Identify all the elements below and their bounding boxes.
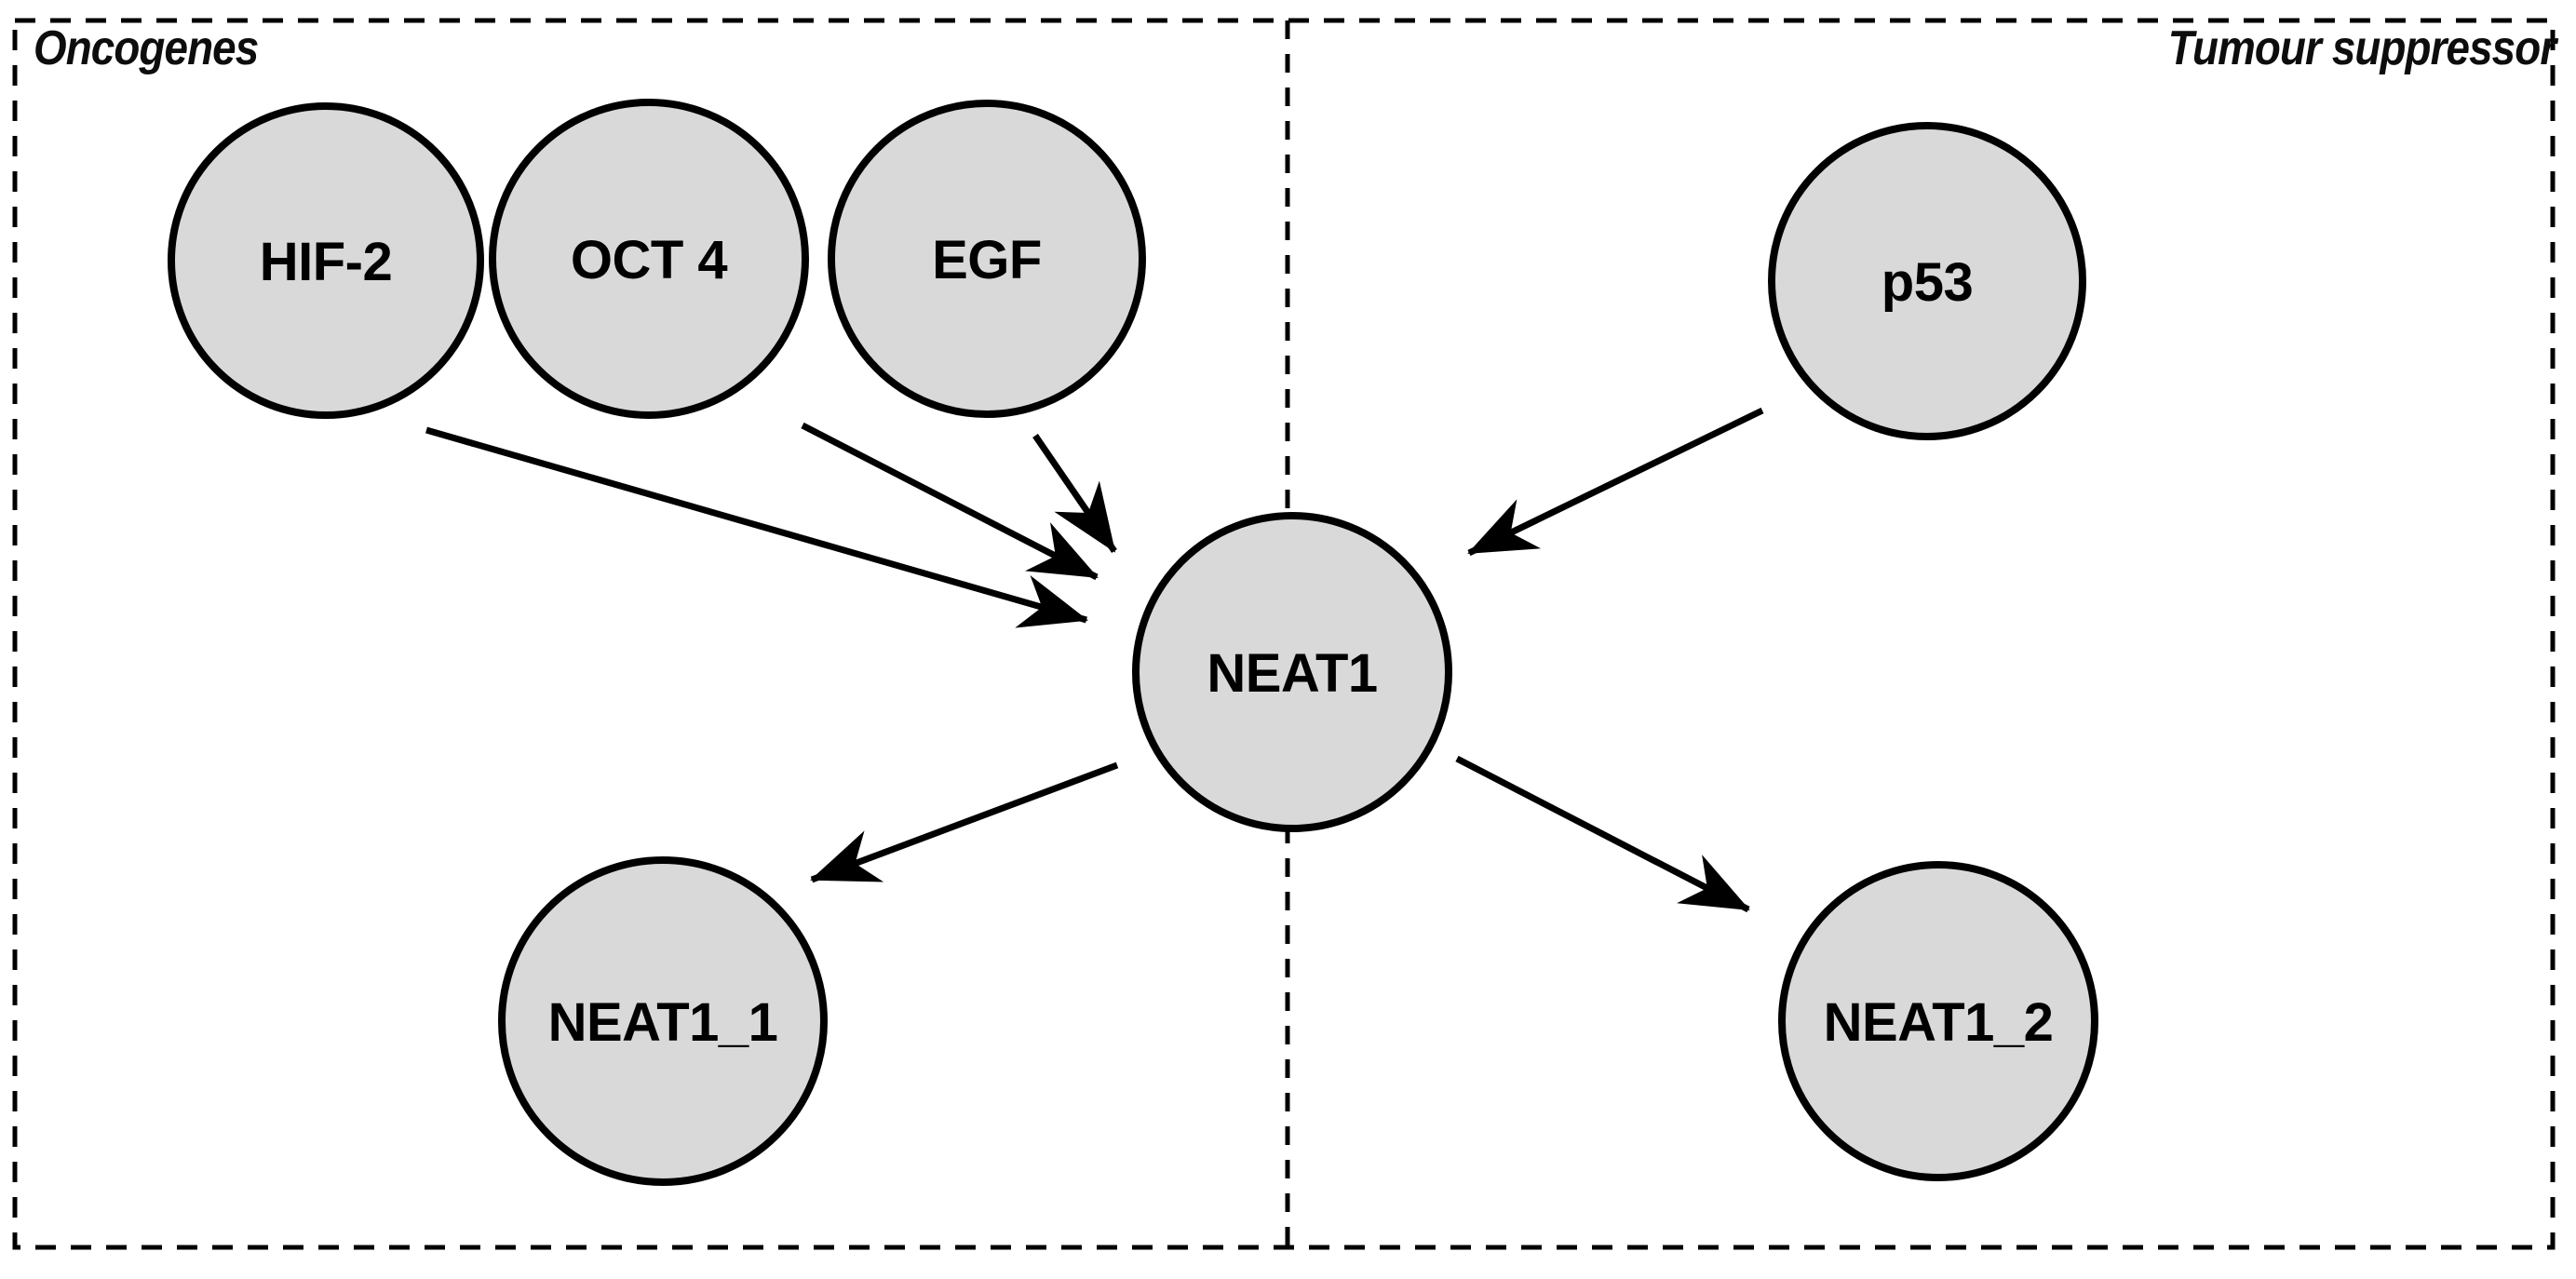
node-circle-neat1-1[interactable] (498, 856, 828, 1186)
edge-oct4-to-neat1 (801, 422, 1099, 581)
edge-group (425, 407, 1764, 913)
node-circle-p53[interactable] (1768, 122, 2086, 440)
edge-p53-to-neat1 (1467, 407, 1764, 557)
node-group (168, 99, 2098, 1186)
section-label-oncogenes: Oncogenes (34, 21, 259, 75)
section-label-tumour-suppressor: Tumour suppressor (2167, 21, 2556, 75)
edge-neat1-to-neat1-2 (1455, 755, 1750, 913)
outer-dashed-frame (12, 18, 2556, 1250)
edge-hif2-to-neat1 (425, 426, 1089, 628)
node-circle-hif2[interactable] (168, 102, 484, 419)
edge-egf-to-neat1 (1032, 434, 1117, 553)
node-circle-neat1-2[interactable] (1778, 861, 2098, 1181)
node-circle-egf[interactable] (828, 100, 1146, 418)
node-circle-oct4[interactable] (489, 99, 809, 419)
node-circle-neat1[interactable] (1132, 512, 1452, 832)
edge-neat1-to-neat1-1 (810, 761, 1119, 883)
